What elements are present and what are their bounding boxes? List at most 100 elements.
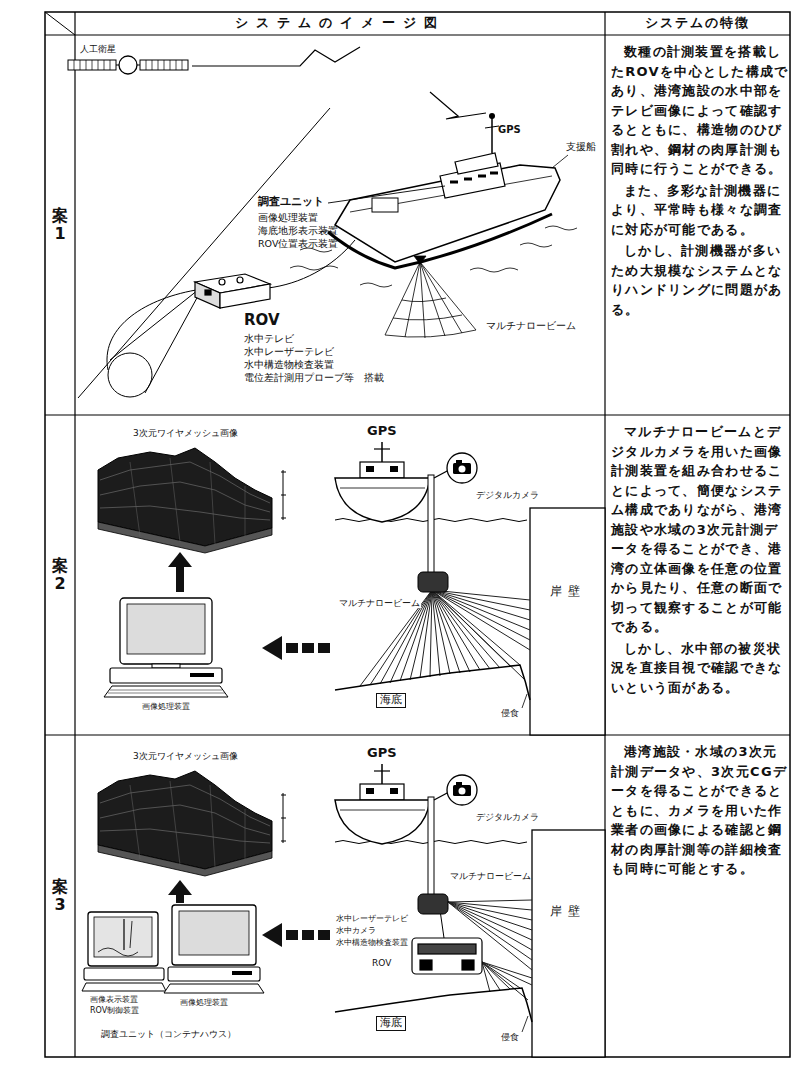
rov-tether xyxy=(110,290,198,360)
computer-icon xyxy=(82,912,166,991)
part-label: 海底 xyxy=(376,693,406,708)
computer-icon xyxy=(88,912,158,966)
illustration xyxy=(262,923,330,947)
part-label: 画像表示装置 xyxy=(90,995,138,1004)
part-label: 画像処理装置 xyxy=(142,702,190,711)
support-ship xyxy=(485,126,499,128)
water-surface xyxy=(360,283,392,287)
part-label: GPS xyxy=(367,746,397,761)
support-ship xyxy=(491,118,493,153)
computer-icon xyxy=(172,905,256,965)
rov-tether xyxy=(145,296,198,393)
leader-line xyxy=(522,694,527,708)
illustration xyxy=(262,636,330,660)
multibeam-fan xyxy=(385,330,476,337)
part-label: 調査ユニット xyxy=(258,196,324,209)
part-label: 人工衛星 xyxy=(80,44,116,54)
feature-cell: 港湾施設・水域の3次元計測データや、3次元CGデータを得ることができるとともに、… xyxy=(611,742,789,881)
part-label: 水中テレビ xyxy=(244,333,294,345)
part-label: マルチナロービーム xyxy=(338,598,421,608)
computer-icon xyxy=(130,921,132,948)
multibeam-fan xyxy=(405,262,420,337)
support-ship xyxy=(450,173,498,182)
rov-body xyxy=(219,279,225,285)
up-arrow xyxy=(176,894,184,903)
part-label: 電位差計測用プローブ等 搭載 xyxy=(244,372,384,384)
multibeam-fan xyxy=(393,315,462,320)
multibeam-fan xyxy=(430,590,432,677)
part-label: 水中構造物検査装置 xyxy=(336,938,408,947)
rov-body xyxy=(462,960,474,970)
row-label: 案3 xyxy=(52,878,68,913)
multibeam-fan xyxy=(420,590,432,678)
column-header: システムのイメージ図 xyxy=(235,16,445,31)
computer-icon xyxy=(94,917,152,957)
rov-body xyxy=(412,938,482,974)
row-label: 案1 xyxy=(52,207,68,242)
support-ship xyxy=(328,113,568,268)
rov-body xyxy=(220,284,270,308)
quay-wall xyxy=(532,830,605,1057)
seabed-line xyxy=(335,988,532,1022)
part-label: ROV制御装置 xyxy=(90,1006,139,1015)
multibeam-fan xyxy=(432,590,470,672)
part-label: 岸壁 xyxy=(550,905,586,919)
part-label: 調査ユニット（コンテナハウス） xyxy=(101,1030,236,1040)
part-label: GPS xyxy=(367,424,397,439)
computer-icon xyxy=(232,971,252,975)
radio-link xyxy=(430,92,486,119)
up-arrow xyxy=(168,552,192,592)
support-ship xyxy=(489,113,495,119)
feature-text: しかし、水中部の被災状況を直接目視で確認できないという面がある。 xyxy=(611,639,789,698)
part-label: 海底 xyxy=(376,1016,406,1031)
leader-line xyxy=(522,1016,528,1032)
illustration xyxy=(98,771,286,876)
feature-text: しかし、計測機器が多いため大規模なシステムとなりハンドリングに問題がある。 xyxy=(611,241,789,319)
illustration xyxy=(335,764,477,914)
part-label: 岸壁 xyxy=(550,585,586,599)
table-grid xyxy=(45,12,790,1057)
multibeam-fan xyxy=(432,590,520,665)
up-arrow xyxy=(168,880,192,895)
support-ship xyxy=(455,153,498,174)
multibeam-fan xyxy=(482,962,528,1000)
multibeam-fan xyxy=(432,590,530,600)
up-arrow xyxy=(168,880,192,903)
rov-body xyxy=(205,290,211,295)
computer-icon xyxy=(179,911,249,955)
part-label: デジタルカメラ xyxy=(476,490,539,500)
part-label: ROV xyxy=(244,312,280,329)
computer-icon xyxy=(164,905,264,993)
column-header: システムの特徴 xyxy=(645,16,750,31)
illustration xyxy=(335,442,477,592)
part-label: 水中レーザーテレビ xyxy=(244,346,334,358)
radio-link xyxy=(192,47,486,119)
part-label: 画像処理装置 xyxy=(180,998,228,1007)
feature-text: 港湾施設・水域の3次元計測データや、3次元CGデータを得ることができるとともに、… xyxy=(611,742,789,879)
computer-icon xyxy=(82,983,166,991)
part-label: GPS xyxy=(498,124,521,136)
water-surface xyxy=(545,226,577,230)
multibeam-fan xyxy=(385,256,476,338)
multibeam-fan xyxy=(420,262,462,333)
rov-body xyxy=(195,274,270,308)
multibeam-fan xyxy=(482,962,520,988)
table-grid xyxy=(45,34,790,35)
feature-text: マルチナロービームとデジタルカメラを用いた画像計測装置を組み合わせることによって… xyxy=(611,422,789,637)
table-grid xyxy=(45,414,790,415)
multibeam-fan xyxy=(402,298,446,302)
part-label: 海底地形表示装置 xyxy=(258,226,338,237)
leader-line xyxy=(328,186,445,203)
part-label: マルチナロービーム xyxy=(486,320,576,332)
multibeam-fan xyxy=(448,900,532,902)
image-caption: 3次元ワイヤメッシュ画像 xyxy=(133,428,238,438)
feature-text: 数種の計測装置を搭載したROVを中心とした構成であり、港湾施設の水中部をテレビ画… xyxy=(611,42,789,179)
part-label: ROV xyxy=(372,958,391,968)
part-label: マルチナロービーム xyxy=(450,872,531,882)
multibeam-fan xyxy=(432,590,530,630)
water-surface xyxy=(290,266,338,270)
multibeam-fan xyxy=(432,590,530,640)
computer-icon xyxy=(168,967,260,981)
seabed-line xyxy=(335,665,530,700)
part-label: ROV位置表示装置 xyxy=(258,239,338,250)
